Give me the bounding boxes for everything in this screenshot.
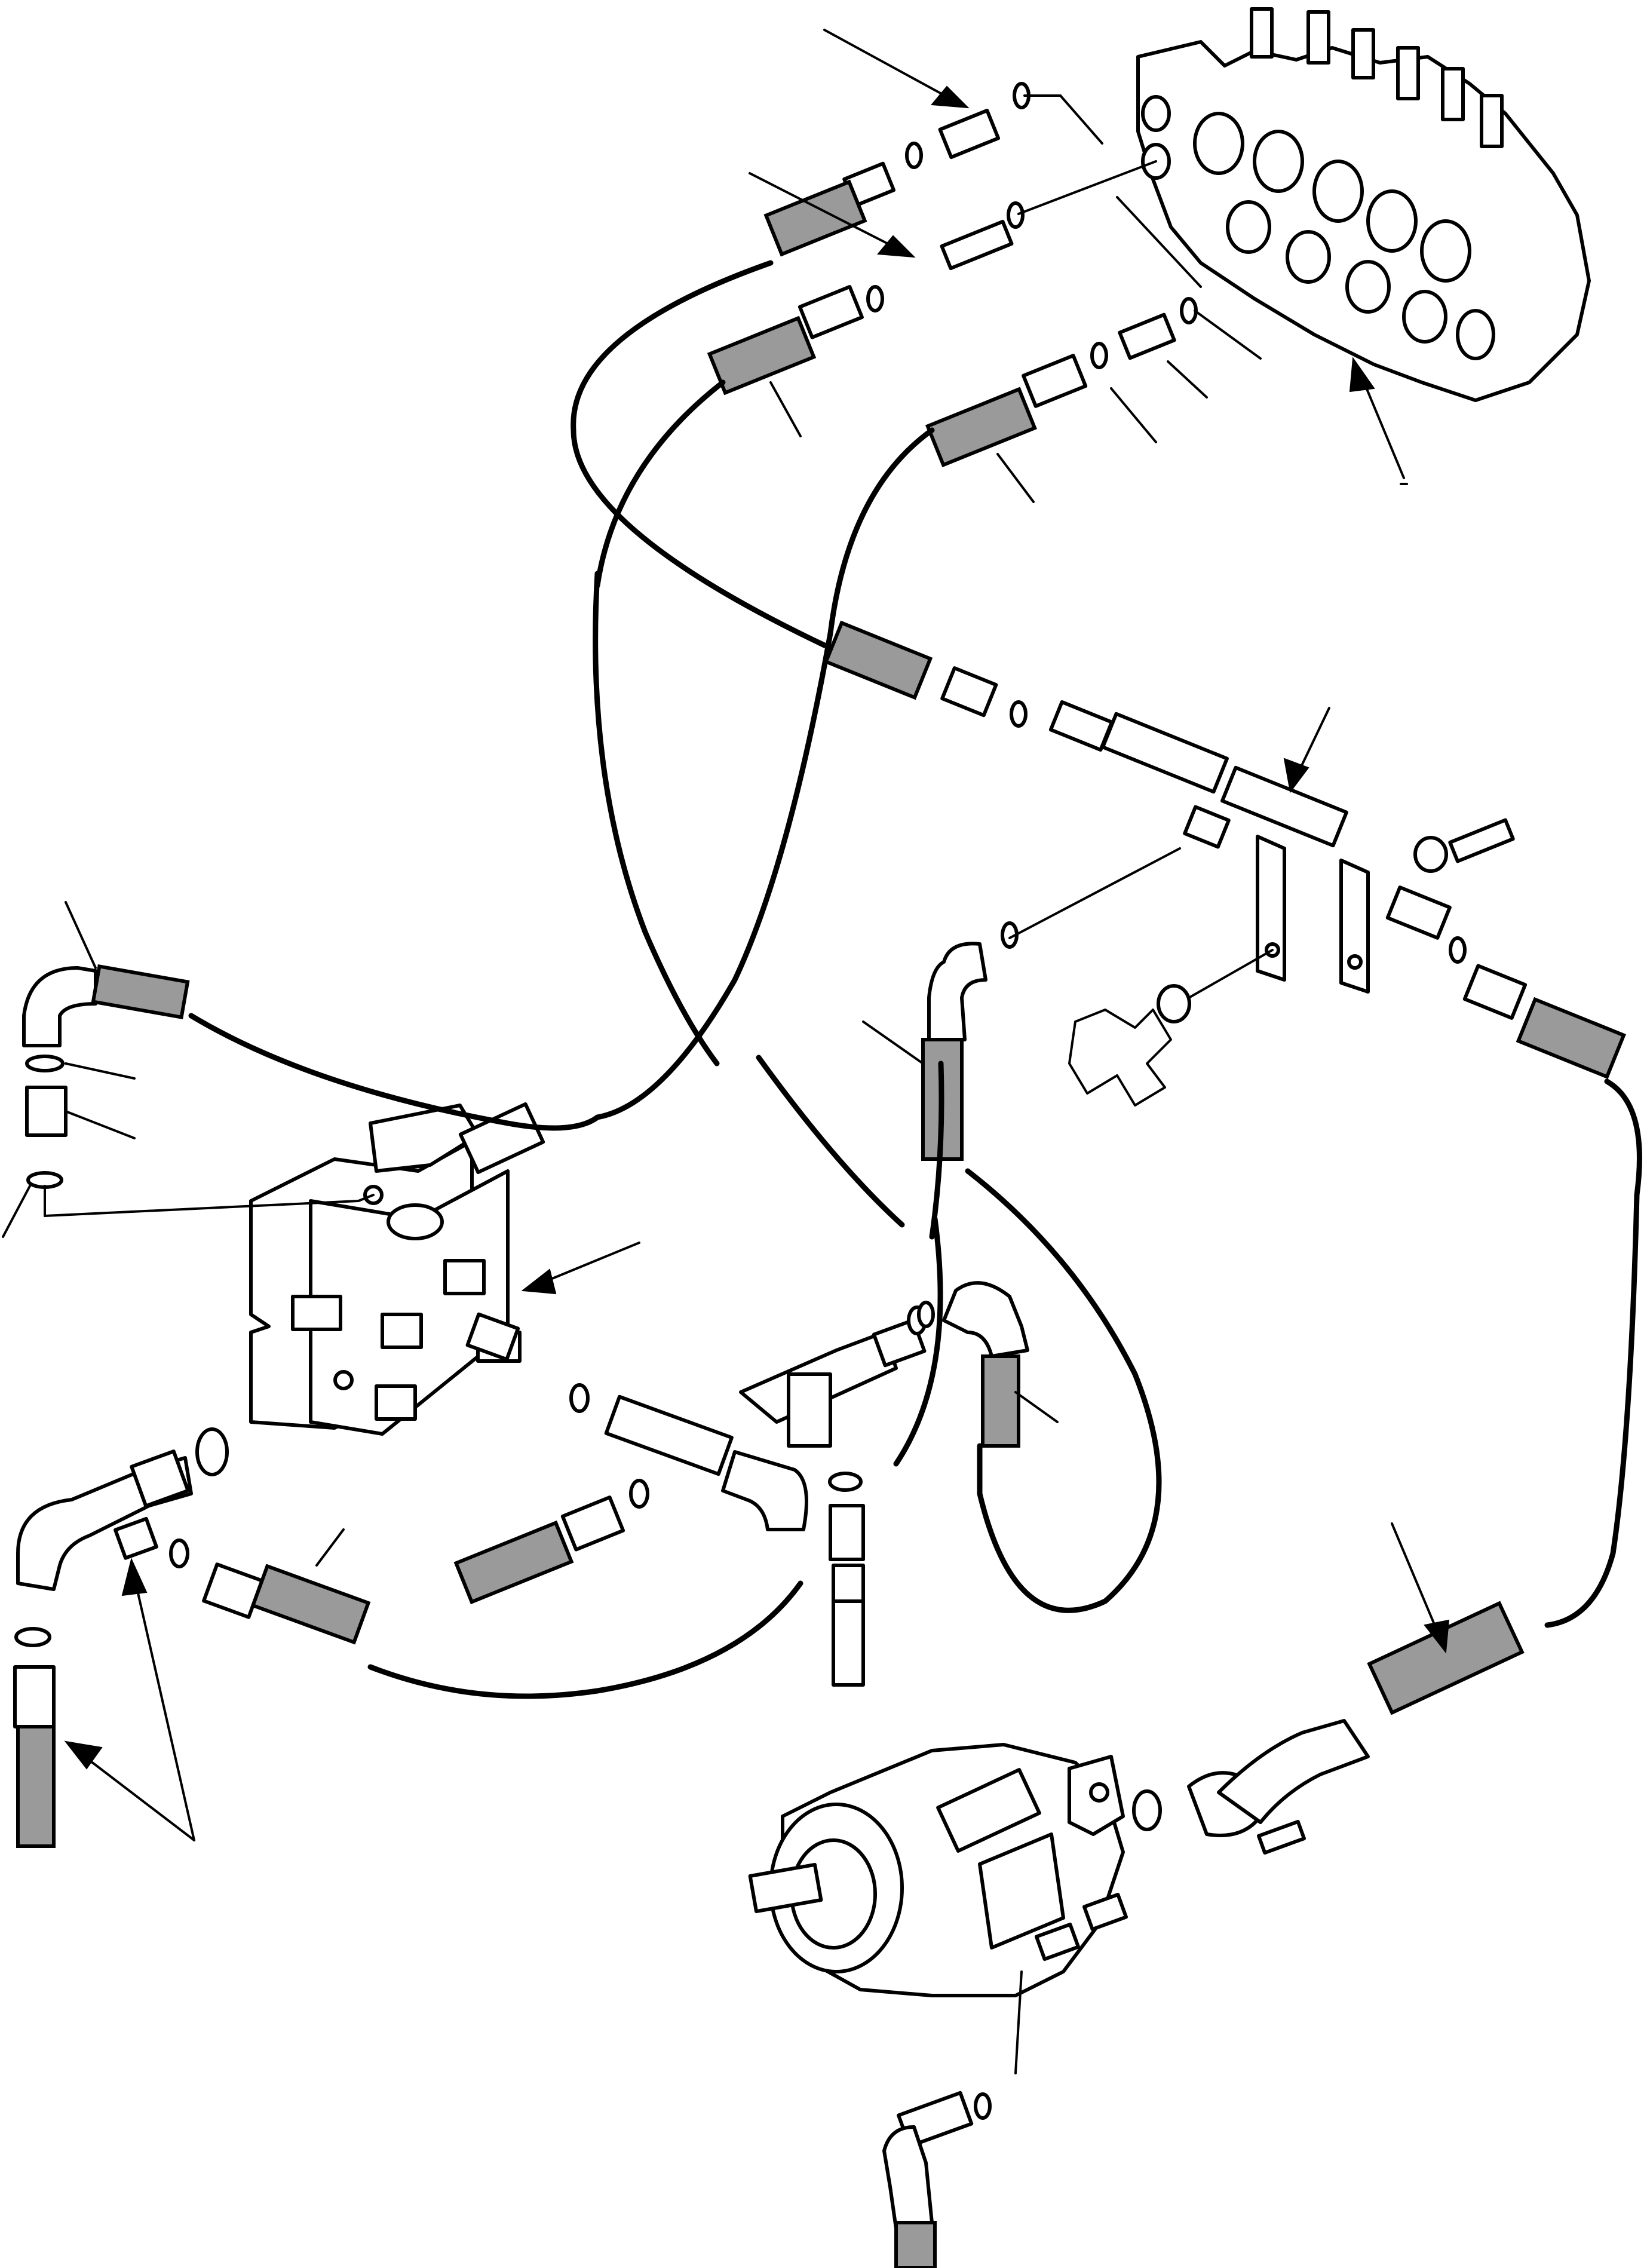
valve-ports xyxy=(1141,95,1495,360)
hose-10 xyxy=(965,1168,1162,1613)
tee-fitting-assembly xyxy=(823,620,1626,1080)
hydraulic-pump xyxy=(748,1743,1128,2074)
hose-1 xyxy=(571,260,827,648)
pump-fittings xyxy=(882,1601,1525,2268)
elbow-fitting-mid xyxy=(862,847,1181,1161)
middle-tee-assembly xyxy=(453,1305,927,1687)
lower-left-tee-assembly xyxy=(13,1427,371,1848)
hose-4 xyxy=(827,427,935,636)
pilot-block-fittings xyxy=(2,901,375,1238)
hose-8 xyxy=(893,1216,943,1467)
arrow-callouts-lower-left xyxy=(64,1557,195,1841)
spool-handles xyxy=(1250,7,1504,148)
hose-5 xyxy=(594,630,833,1120)
hose-3 xyxy=(593,571,720,1066)
hose-11 xyxy=(1544,1078,1642,1628)
control-valve-fittings xyxy=(707,82,1198,468)
pilot-valve-block xyxy=(249,1102,545,1436)
elbow-fitting-right-mid xyxy=(917,1281,1059,1448)
arrow-callouts-pilot xyxy=(521,1242,640,1295)
arrow-callouts-mid xyxy=(1283,707,1330,793)
hose-12 xyxy=(367,1580,803,1699)
arrow-callouts-top xyxy=(749,29,1405,479)
hose-9 xyxy=(929,1061,944,1240)
control-valve xyxy=(1136,7,1591,402)
callout-leaders-top xyxy=(769,94,1408,503)
hose-2 xyxy=(594,379,726,589)
arrow-callouts-pump xyxy=(1391,1522,1450,1654)
hose-7 xyxy=(756,1055,905,1228)
hose-routes xyxy=(188,260,1642,1699)
mounting-bracket xyxy=(1068,818,1515,1107)
hose-6 xyxy=(188,1013,600,1131)
pilot-valve-ports xyxy=(291,1259,522,1421)
